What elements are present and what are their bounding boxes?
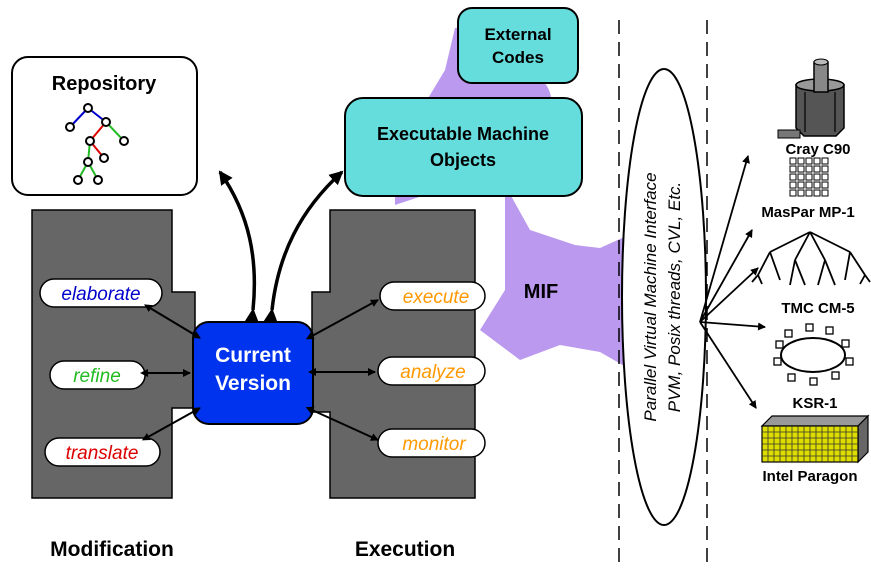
elaborate-pill[interactable] <box>39 278 163 308</box>
machine-arrows <box>699 155 766 409</box>
monitor-label: monitor <box>402 434 466 455</box>
translate-pill[interactable] <box>44 437 161 467</box>
modification-caption: Modification <box>50 538 174 561</box>
execute-label: execute <box>403 287 470 308</box>
executable-objects-line1: Executable Machine <box>377 124 549 144</box>
cray-c90-icon <box>777 58 845 139</box>
maspar-cell <box>821 165 829 173</box>
analyze-pill[interactable] <box>377 356 486 386</box>
machine-label-ksr: KSR-1 <box>792 395 837 412</box>
maspar-cell <box>805 157 813 165</box>
maspar-cell <box>821 181 829 189</box>
maspar-cell <box>813 189 821 197</box>
current-version-line2: Version <box>215 372 291 395</box>
executable-objects-line2: Objects <box>430 150 496 170</box>
execute-pill[interactable] <box>379 281 486 311</box>
monitor-pill[interactable] <box>377 428 486 458</box>
intel-paragon-icon <box>760 414 870 464</box>
maspar-cell <box>789 165 797 173</box>
maspar-mp1-icon <box>789 157 829 197</box>
machine-label-tmc: TMC CM-5 <box>781 300 854 317</box>
maspar-cell <box>813 157 821 165</box>
machine-label-maspar: MasPar MP-1 <box>761 204 854 221</box>
repository-exec-arrows <box>218 170 344 323</box>
maspar-cell <box>805 173 813 181</box>
maspar-cell <box>805 165 813 173</box>
maspar-cell <box>789 157 797 165</box>
maspar-cell <box>789 173 797 181</box>
mif-label: MIF <box>524 281 558 303</box>
translate-label: translate <box>66 443 139 464</box>
maspar-cell <box>821 189 829 197</box>
current-version-line1: Current <box>215 344 291 367</box>
executable-objects-box[interactable] <box>344 97 583 197</box>
external-codes-line2: Codes <box>492 48 544 67</box>
machine-label-cray: Cray C90 <box>785 141 850 158</box>
maspar-cell <box>789 189 797 197</box>
maspar-cell <box>821 173 829 181</box>
maspar-cell <box>789 181 797 189</box>
repository-title: Repository <box>52 73 157 95</box>
interface-ellipse <box>621 68 707 526</box>
maspar-cell <box>813 173 821 181</box>
maspar-cell <box>797 165 805 173</box>
execution-caption: Execution <box>355 538 455 561</box>
maspar-cell <box>813 181 821 189</box>
interface-line1: Parallel Virtual Machine Interface <box>641 172 660 421</box>
refine-label: refine <box>73 366 121 387</box>
analyze-label: analyze <box>400 362 466 383</box>
elaborate-label: elaborate <box>61 284 140 305</box>
external-codes-box[interactable] <box>457 7 579 84</box>
maspar-cell <box>813 165 821 173</box>
ksr-1-icon <box>773 323 854 386</box>
machine-label-paragon: Intel Paragon <box>762 468 857 485</box>
maspar-cell <box>821 157 829 165</box>
maspar-cell <box>797 189 805 197</box>
maspar-cell <box>797 157 805 165</box>
mif-flow-channel <box>480 185 660 375</box>
tmc-cm5-icon <box>751 231 871 286</box>
maspar-cell <box>805 181 813 189</box>
external-codes-line1: External <box>484 25 551 44</box>
op-arrows <box>140 299 379 441</box>
maspar-cell <box>797 173 805 181</box>
interface-line2: PVM, Posix threads, CVL, Etc. <box>665 182 684 413</box>
maspar-cell <box>805 189 813 197</box>
repository-tree-icon <box>65 103 129 185</box>
maspar-cell <box>797 181 805 189</box>
